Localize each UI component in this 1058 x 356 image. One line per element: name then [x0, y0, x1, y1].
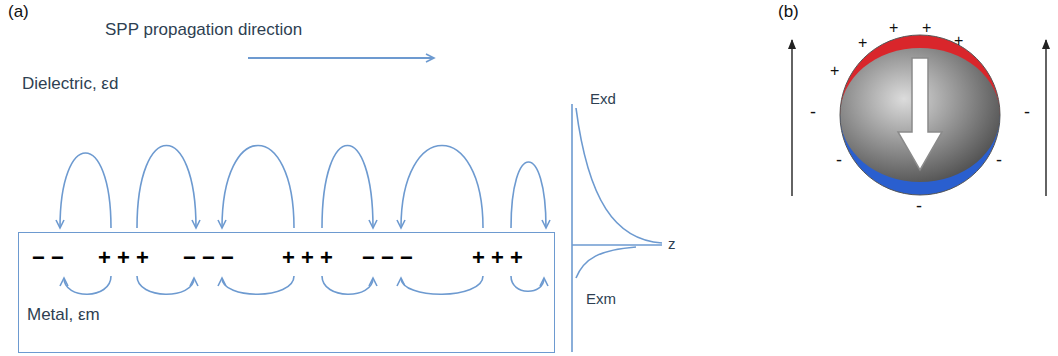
node-text: Metal, εm [27, 305, 100, 325]
charge-sign: - [836, 150, 842, 171]
z-axis [572, 244, 662, 246]
charge-signs: − − − [362, 245, 413, 270]
charge-signs: + + + [472, 245, 523, 270]
field-line [511, 162, 546, 228]
panel-label: (b) [778, 2, 799, 22]
field-line [137, 146, 196, 229]
field-lines-metal [64, 276, 544, 294]
field-lines-dielectric [60, 146, 546, 229]
field-line [401, 146, 483, 229]
field-line [60, 153, 111, 228]
field-line [222, 146, 294, 229]
field-line [322, 276, 373, 294]
charge-signs: − − − [183, 245, 234, 270]
decay-curve [576, 108, 662, 243]
field-line [322, 146, 373, 229]
charge-sign: - [810, 102, 816, 123]
charge-signs: + + + [282, 245, 333, 270]
charge-sign: - [916, 196, 922, 217]
field-line [222, 276, 294, 294]
field-label: Exd [590, 90, 616, 107]
charge-sign: + [889, 19, 898, 37]
field-line [401, 276, 483, 294]
charge-sign: + [954, 32, 963, 50]
particle-sphere [838, 33, 1002, 197]
charge-sign: + [922, 19, 931, 37]
charge-sign: - [996, 150, 1002, 171]
sphere-outline [840, 35, 1000, 195]
charge-sign: - [1024, 102, 1030, 123]
panel-label: (a) [8, 2, 29, 22]
field-arrow [1045, 40, 1046, 196]
sphere-body [840, 48, 1000, 182]
medium-label: Dielectric, εd [22, 74, 118, 94]
direction-label: SPP propagation direction [105, 20, 302, 40]
field-arrow [791, 40, 792, 196]
charge-signs: − − [32, 245, 64, 270]
charge-sign: + [830, 62, 839, 80]
profile-axis [571, 104, 573, 352]
field-line [137, 276, 194, 294]
field-line [511, 276, 544, 291]
dipole-arrow [898, 58, 942, 170]
charge-sign: + [858, 34, 867, 52]
decay-curve [576, 247, 636, 278]
field-line [64, 276, 111, 294]
charge-signs: + + + [98, 245, 149, 270]
propagation-arrow [248, 57, 434, 59]
axis-label: z [668, 235, 676, 252]
field-label: Exm [586, 290, 616, 307]
